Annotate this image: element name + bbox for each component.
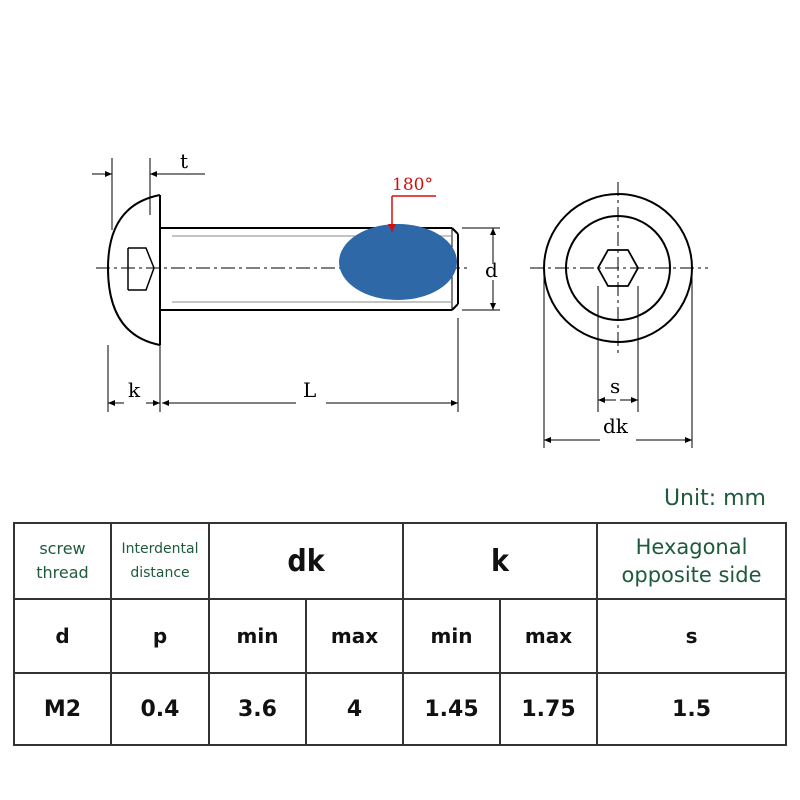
spec-table: screw thread Interdental distance dk k H… — [13, 522, 788, 746]
cell-s: 1.5 — [596, 672, 788, 746]
header-hex-side: Hexagonal opposite side — [596, 522, 788, 600]
dimension-d — [462, 227, 500, 311]
subheader-k-max: max — [499, 598, 599, 674]
screw-end-view — [530, 182, 708, 356]
dimension-s — [597, 286, 639, 412]
subheader-k-min: min — [402, 598, 502, 674]
table-header-row: screw thread Interdental distance dk k H… — [13, 522, 788, 600]
subheader-dk-min: min — [208, 598, 307, 674]
label-L: L — [303, 378, 316, 402]
cell-k-min: 1.45 — [402, 672, 502, 746]
cell-k-max: 1.75 — [499, 672, 599, 746]
header-k: k — [402, 522, 599, 600]
subheader-s: s — [596, 598, 788, 674]
table-subheader-row: d p min max min max s — [13, 598, 788, 674]
subheader-p: p — [110, 598, 210, 674]
dimension-dk — [543, 268, 693, 448]
label-k: k — [128, 378, 141, 402]
subheader-d: d — [13, 598, 112, 674]
header-pitch: Interdental distance — [110, 522, 210, 600]
angle-label: 180° — [392, 175, 433, 195]
header-dk: dk — [207, 522, 405, 600]
dimension-k-L — [107, 318, 459, 412]
table-row: M2 0.4 3.6 4 1.45 1.75 1.5 — [13, 672, 788, 746]
header-screw-thread: screw thread — [13, 522, 112, 600]
dimension-t — [92, 158, 205, 230]
unit-label: Unit: mm — [663, 486, 766, 511]
screw-side-view — [96, 194, 470, 346]
angle-annotation — [388, 195, 436, 232]
label-t: t — [180, 149, 188, 173]
screw-technical-drawing: t d k L 180° s — [92, 149, 708, 448]
cell-dk-min: 3.6 — [208, 672, 307, 746]
cell-dk-max: 4 — [304, 672, 405, 746]
label-d: d — [485, 258, 498, 282]
highlight-ellipse — [339, 224, 457, 300]
label-s: s — [610, 374, 620, 398]
subheader-dk-max: max — [304, 598, 405, 674]
label-dk: dk — [603, 414, 629, 438]
cell-p: 0.4 — [110, 672, 210, 746]
cell-d: M2 — [13, 672, 112, 746]
